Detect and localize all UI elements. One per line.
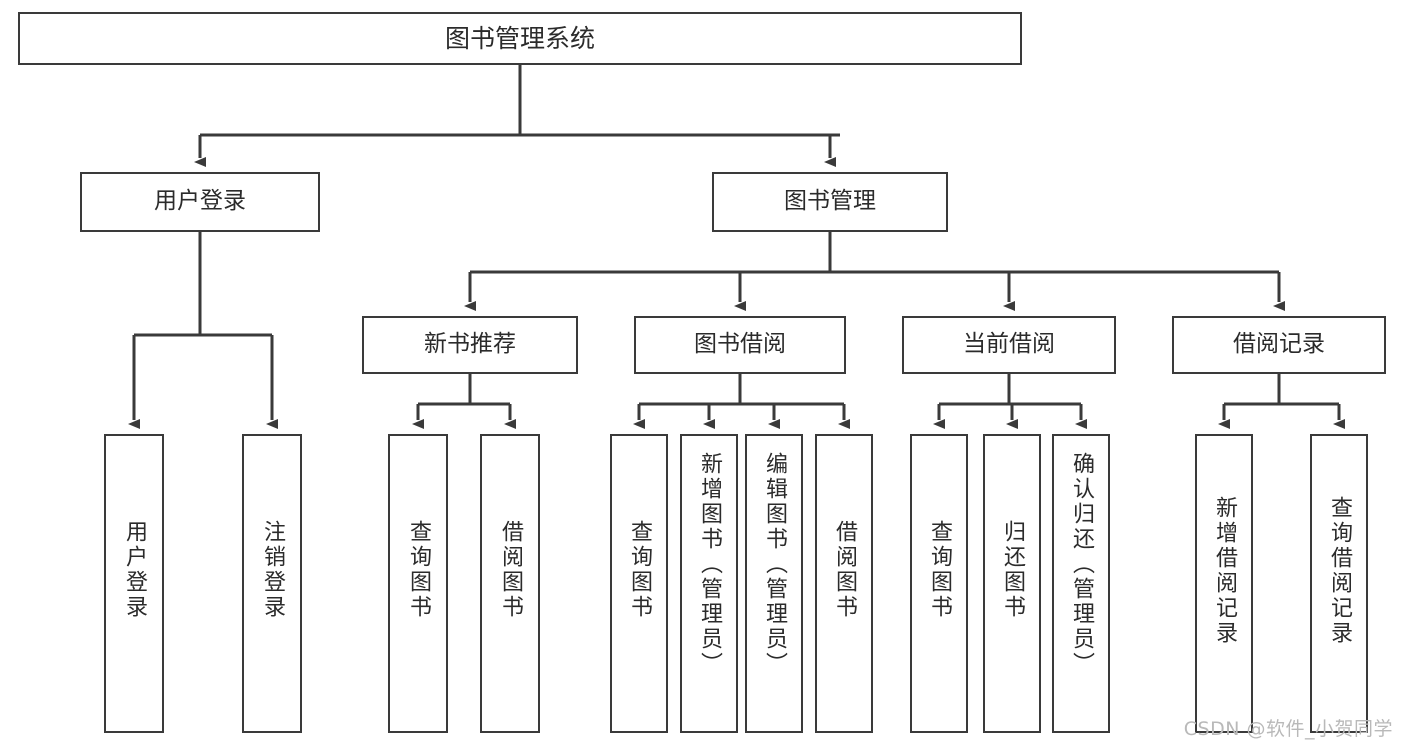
node-leaf-query-book-3-label: 查询图书 (927, 520, 952, 620)
node-borrow-record[interactable]: 借阅记录 (1172, 316, 1386, 374)
node-leaf-query-book-2-label: 查询图书 (627, 520, 652, 620)
node-leaf-add-record[interactable]: 新增借阅记录 (1195, 434, 1253, 733)
node-leaf-query-record[interactable]: 查询借阅记录 (1310, 434, 1368, 733)
node-leaf-edit-book[interactable]: 编辑图书（管理员） (745, 434, 803, 733)
node-root[interactable]: 图书管理系统 (18, 12, 1022, 65)
node-leaf-return-book-label: 归还图书 (1000, 520, 1025, 620)
node-leaf-user-login[interactable]: 用户登录 (104, 434, 164, 733)
node-new-book-rec-label: 新书推荐 (424, 331, 516, 358)
node-borrow-record-label: 借阅记录 (1233, 331, 1325, 358)
node-leaf-confirm-return[interactable]: 确认归还（管理员） (1052, 434, 1110, 733)
node-leaf-query-book-1[interactable]: 查询图书 (388, 434, 448, 733)
node-book-manage[interactable]: 图书管理 (712, 172, 948, 232)
node-leaf-add-record-label: 新增借阅记录 (1212, 496, 1237, 646)
node-current-borrow-label: 当前借阅 (963, 331, 1055, 358)
node-leaf-query-record-label: 查询借阅记录 (1327, 496, 1352, 646)
node-leaf-query-book-1-label: 查询图书 (406, 520, 431, 620)
node-book-borrow-label: 图书借阅 (694, 331, 786, 358)
node-user-login-label: 用户登录 (154, 188, 246, 215)
node-user-login[interactable]: 用户登录 (80, 172, 320, 232)
node-leaf-logout[interactable]: 注销登录 (242, 434, 302, 733)
node-leaf-return-book[interactable]: 归还图书 (983, 434, 1041, 733)
node-leaf-borrow-book-2[interactable]: 借阅图书 (815, 434, 873, 733)
node-leaf-borrow-book-1[interactable]: 借阅图书 (480, 434, 540, 733)
node-leaf-edit-book-label: 编辑图书（管理员） (762, 452, 787, 677)
node-root-label: 图书管理系统 (444, 23, 595, 53)
node-leaf-borrow-book-1-label: 借阅图书 (498, 520, 523, 620)
node-leaf-logout-label: 注销登录 (260, 520, 285, 620)
node-leaf-user-login-label: 用户登录 (122, 520, 147, 620)
node-leaf-borrow-book-2-label: 借阅图书 (832, 520, 857, 620)
node-current-borrow[interactable]: 当前借阅 (902, 316, 1116, 374)
csdn-watermark: CSDN @软件_小贺同学 (1183, 718, 1393, 740)
node-book-borrow[interactable]: 图书借阅 (634, 316, 846, 374)
node-leaf-add-book-label: 新增图书（管理员） (697, 452, 722, 677)
node-leaf-confirm-return-label: 确认归还（管理员） (1069, 452, 1094, 677)
node-leaf-add-book[interactable]: 新增图书（管理员） (680, 434, 738, 733)
node-new-book-rec[interactable]: 新书推荐 (362, 316, 578, 374)
node-book-manage-label: 图书管理 (784, 188, 876, 215)
node-leaf-query-book-2[interactable]: 查询图书 (610, 434, 668, 733)
node-leaf-query-book-3[interactable]: 查询图书 (910, 434, 968, 733)
